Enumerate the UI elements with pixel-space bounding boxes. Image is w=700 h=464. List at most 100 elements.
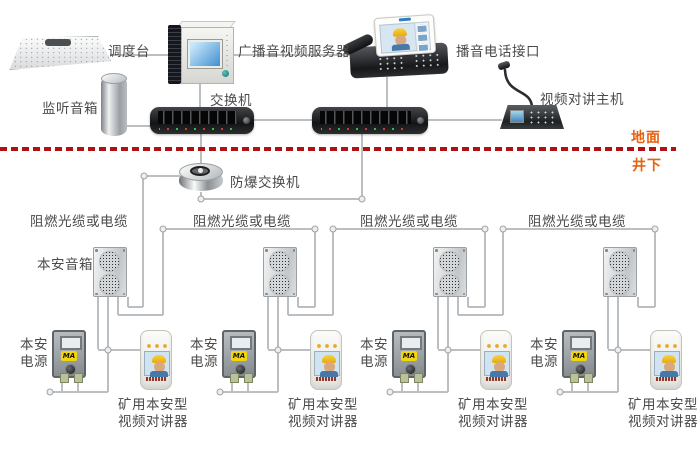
wire — [268, 349, 310, 351]
ma-badge: MA — [571, 351, 587, 361]
wire — [571, 377, 573, 391]
phone-video-image — [379, 22, 420, 54]
speaker-cap — [101, 73, 127, 84]
safe-power-supply-icon: MA — [52, 330, 86, 383]
junction-dot — [159, 225, 167, 233]
wire — [447, 297, 449, 392]
mining-video-intercom-icon — [140, 330, 172, 390]
server-vents — [224, 33, 231, 69]
junction-dot — [499, 225, 507, 233]
wire — [607, 297, 609, 349]
cable-label-3: 阻燃光缆或电缆 — [360, 214, 458, 230]
ma-badge: MA — [61, 351, 77, 361]
wire — [61, 377, 63, 391]
junction-dot — [358, 195, 366, 203]
junction-dot — [444, 346, 452, 354]
wire — [332, 229, 334, 315]
wire — [220, 391, 278, 393]
device-label-line: 视频对讲器 — [288, 414, 358, 430]
wire — [77, 377, 79, 391]
underground-side-label: 井下 — [632, 158, 662, 174]
safe-speaker-icon — [93, 247, 127, 297]
console-keypad — [528, 110, 556, 125]
switch-label: 交换机 — [210, 93, 252, 109]
wire — [163, 228, 315, 230]
dispatch-console-label: 调度台 — [108, 44, 150, 60]
wire — [200, 198, 363, 200]
intercom-device-label: 矿用本安型视频对讲器 — [118, 397, 188, 431]
wire — [288, 314, 333, 316]
power-label-line: 电源 — [360, 354, 388, 370]
ma-badge: MA — [231, 351, 247, 361]
wire — [267, 297, 269, 349]
safe-power-supply-icon: MA — [392, 330, 426, 383]
wire — [162, 229, 164, 315]
ma-badge: MA — [401, 351, 417, 361]
junction-dot — [104, 346, 112, 354]
wire — [637, 297, 639, 307]
wire — [107, 297, 109, 392]
wire — [297, 297, 299, 307]
microphone-gooseneck — [503, 68, 534, 110]
device-label-line: 矿用本安型 — [628, 397, 698, 413]
safe-power-label: 本安电源 — [15, 337, 48, 371]
switch-ports — [320, 111, 411, 124]
server-vent-side — [168, 25, 181, 84]
intercom-device-label: 矿用本安型视频对讲器 — [628, 397, 698, 431]
wire — [457, 297, 459, 315]
wire — [118, 314, 163, 316]
power-label-line: 电源 — [20, 354, 48, 370]
switch-leds — [321, 125, 410, 131]
wire — [128, 306, 143, 308]
junction-dot — [311, 225, 319, 233]
server-power-button-icon — [222, 70, 229, 77]
explosionproof-switch-label: 防爆交换机 — [230, 175, 300, 191]
junction-dot — [197, 195, 205, 203]
safe-speaker-icon — [603, 247, 637, 297]
keyboard-touchpad — [45, 39, 71, 46]
wire — [468, 306, 485, 308]
device-label-line: 矿用本安型 — [458, 397, 528, 413]
wire — [502, 229, 504, 315]
safe-speaker-icon — [263, 247, 297, 297]
wire — [437, 297, 439, 349]
surface-side-label: 地面 — [631, 130, 661, 146]
phone-keypad — [376, 55, 404, 71]
dispatch-console-keyboard-icon — [9, 36, 111, 70]
video-intercom-host-label: 视频对讲主机 — [540, 92, 624, 108]
junction-dot — [274, 346, 282, 354]
wire — [97, 297, 99, 349]
device-label-line: 矿用本安型 — [288, 397, 358, 413]
safe-speaker-label: 本安音箱 — [37, 257, 93, 273]
power-label-line: 本安 — [190, 337, 218, 353]
explosionproof-switch-icon — [179, 163, 223, 193]
cable-label-2: 阻燃光缆或电缆 — [193, 214, 291, 230]
wire — [117, 297, 119, 315]
phone-thumbnail-sidebar — [414, 21, 432, 52]
wire — [428, 119, 502, 121]
power-label-line: 本安 — [360, 337, 388, 353]
junction-dot — [140, 172, 148, 180]
junction-dot — [481, 225, 489, 233]
wire — [617, 297, 619, 392]
wire — [199, 83, 201, 107]
video-intercom-host-icon — [496, 60, 568, 130]
junction-dot — [556, 388, 564, 396]
wire — [458, 314, 503, 316]
safe-power-label: 本安电源 — [355, 337, 388, 371]
broadcast-av-server-label: 广播音视频服务器 — [238, 44, 350, 60]
intercom-device-label: 矿用本安型视频对讲器 — [288, 397, 358, 431]
miner-portrait — [391, 27, 411, 51]
safe-power-label: 本安电源 — [185, 337, 218, 371]
wire — [608, 349, 650, 351]
surface-underground-boundary-line — [0, 147, 676, 151]
junction-dot — [216, 388, 224, 396]
safe-power-supply-icon: MA — [562, 330, 596, 383]
junction-dot — [614, 346, 622, 354]
device-label-line: 视频对讲器 — [118, 414, 188, 430]
wire — [233, 54, 351, 56]
console-screen — [510, 110, 524, 123]
junction-dot — [386, 388, 394, 396]
mining-video-intercom-icon — [310, 330, 342, 390]
